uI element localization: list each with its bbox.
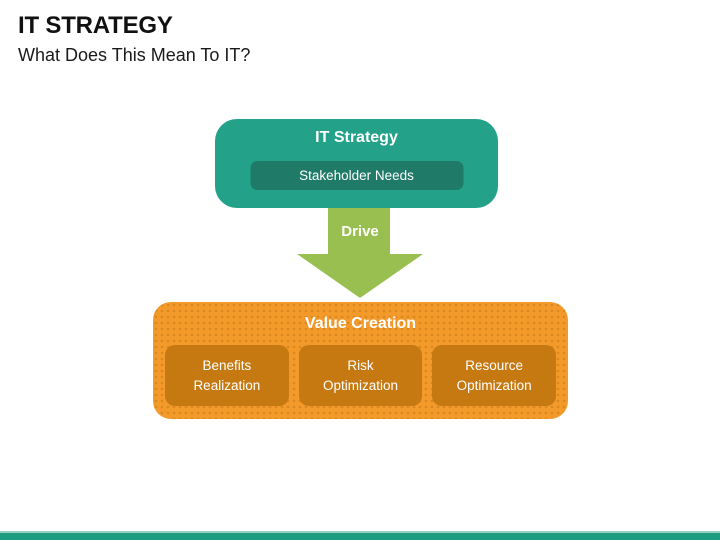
drive-arrow-label: Drive xyxy=(341,223,379,240)
benefits-realization-box: Benefits Realization xyxy=(165,345,289,406)
slide-subtitle: What Does This Mean To IT? xyxy=(18,45,251,65)
it-strategy-box-title: IT Strategy xyxy=(315,129,398,146)
resource-optimization-box: Resource Optimization xyxy=(432,345,557,406)
risk-optimization-box: Risk Optimization xyxy=(298,345,423,406)
down-arrow-icon xyxy=(297,208,423,298)
value-creation-box-title: Value Creation xyxy=(304,315,417,332)
stakeholder-needs-box: Stakeholder Needs xyxy=(250,161,463,190)
slide-title: IT STRATEGY xyxy=(18,12,173,39)
value-creation-box: Value Creation Benefits Realization Risk… xyxy=(153,302,568,419)
it-strategy-box: IT Strategy Stakeholder Needs xyxy=(215,119,498,208)
value-creation-items: Benefits Realization Risk Optimization R… xyxy=(165,345,557,406)
footer-accent-bar xyxy=(0,531,720,540)
